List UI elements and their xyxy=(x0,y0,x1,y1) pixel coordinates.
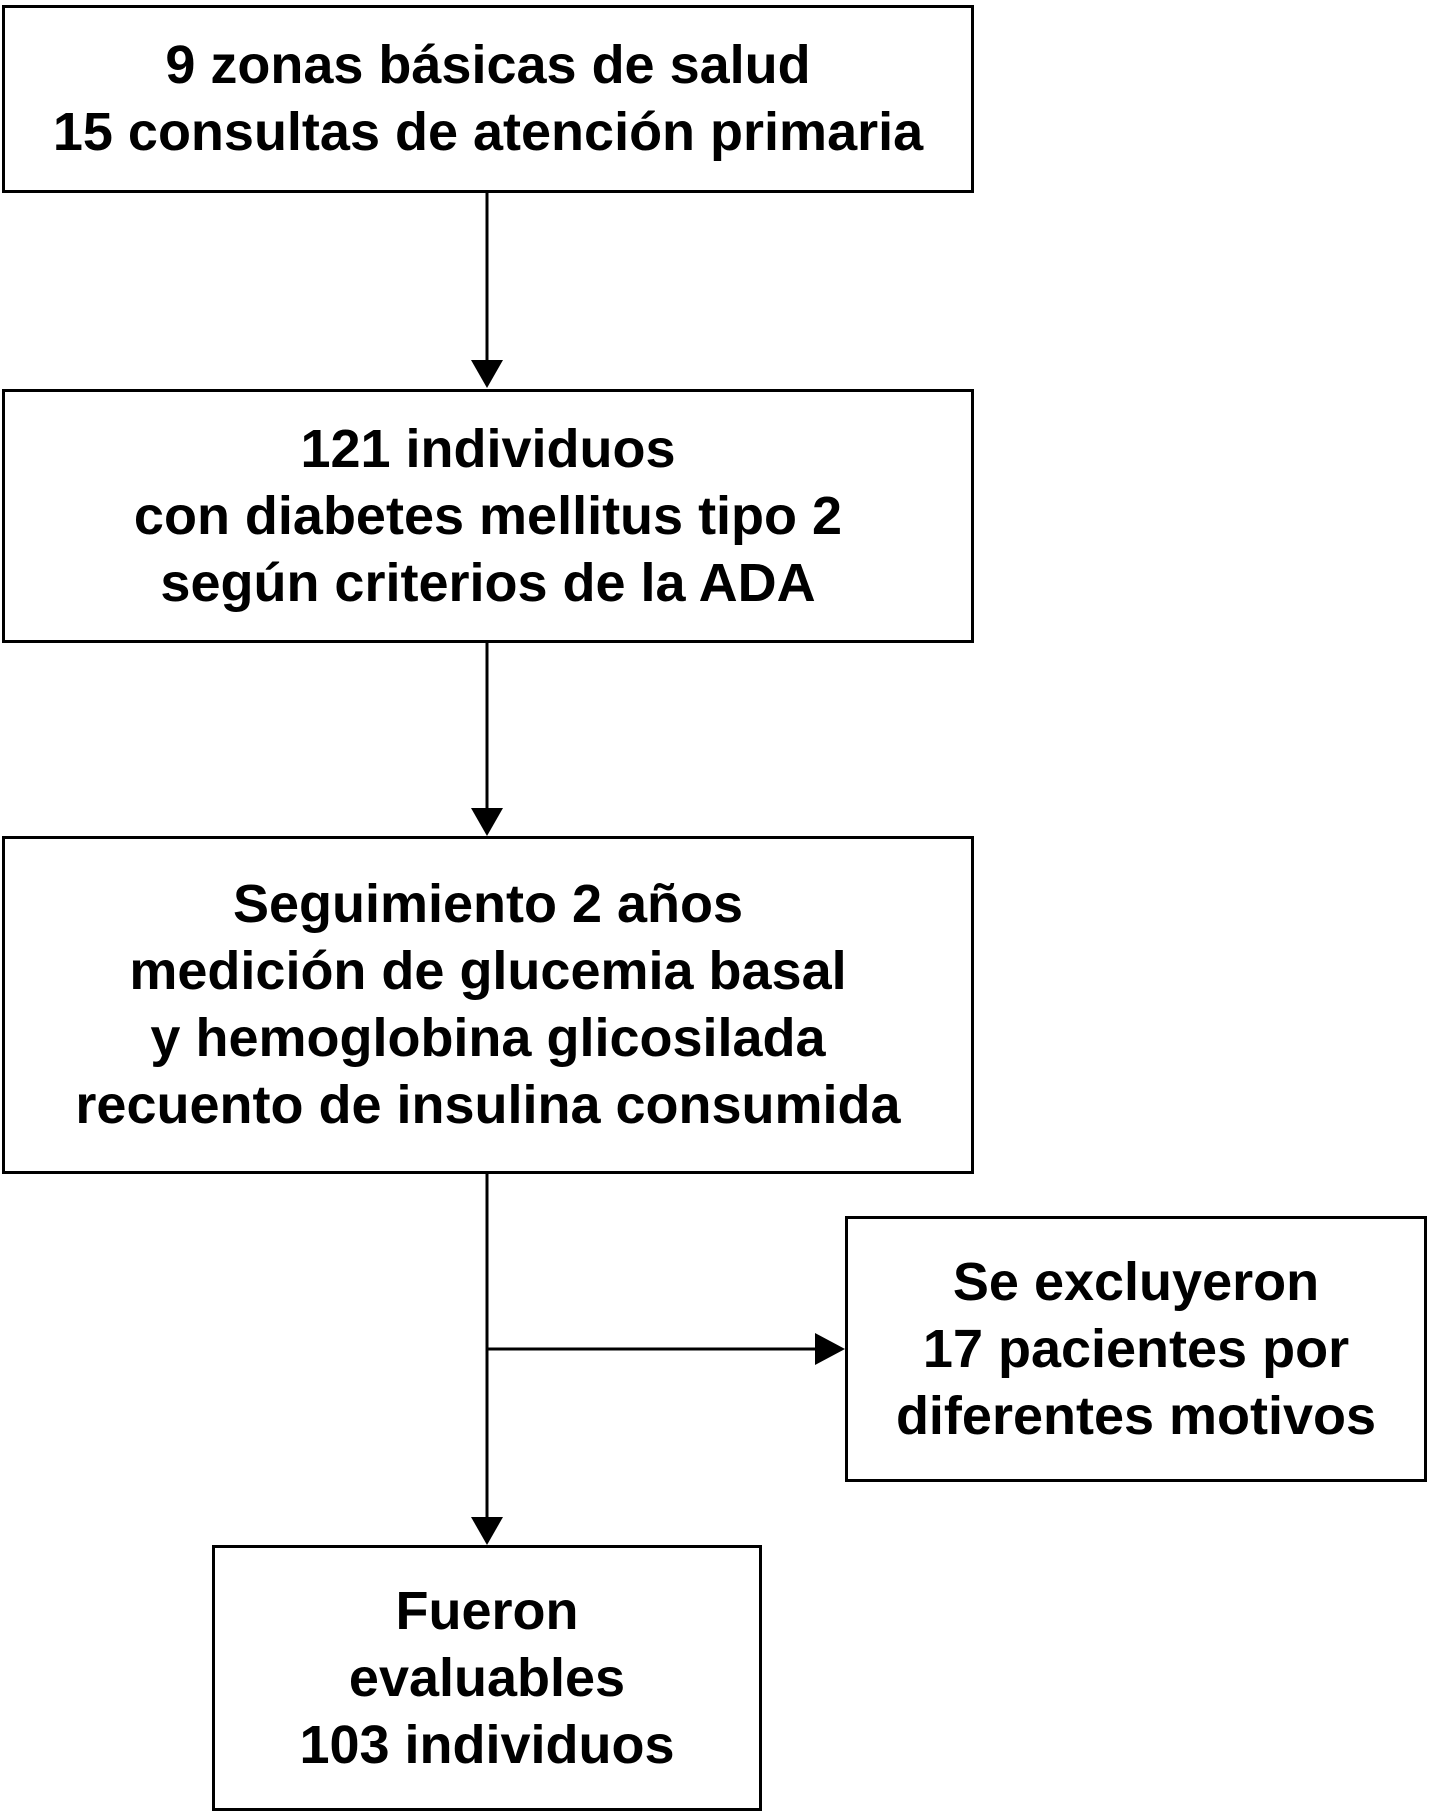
arrowhead-right-icon xyxy=(815,1333,845,1365)
box-follow-up: Seguimiento 2 años medición de glucemia … xyxy=(2,836,974,1174)
box-line: y hemoglobina glicosilada xyxy=(150,1008,826,1068)
box-evaluable: Fueron evaluables 103 individuos xyxy=(212,1545,762,1811)
box-line: 121 individuos xyxy=(300,418,676,479)
box-excluded: Se excluyeron 17 pacientes por diferente… xyxy=(845,1216,1427,1482)
box-line: Seguimiento 2 años xyxy=(232,874,744,934)
box-line: medición de glucemia basal xyxy=(129,941,847,1001)
box-line: evaluables xyxy=(348,1647,626,1708)
box-participants: 121 individuos con diabetes mellitus tip… xyxy=(2,389,974,643)
box-line: 103 individuos xyxy=(299,1714,675,1775)
box-line: diferentes motivos xyxy=(895,1385,1377,1446)
box-study-setting: 9 zonas básicas de salud 15 consultas de… xyxy=(2,5,974,193)
arrowhead-down-icon xyxy=(471,1517,503,1545)
box-line: 15 consultas de atención primaria xyxy=(52,102,924,162)
arrowhead-down-icon xyxy=(471,808,503,836)
box-line: 9 zonas básicas de salud xyxy=(165,35,811,95)
box-line: con diabetes mellitus tipo 2 xyxy=(133,485,843,546)
box-line: Fueron xyxy=(395,1580,579,1641)
box-line: recuento de insulina consumida xyxy=(75,1075,901,1135)
box-line: Se excluyeron xyxy=(952,1251,1320,1312)
box-line: 17 pacientes por xyxy=(922,1318,1350,1379)
arrowhead-down-icon xyxy=(471,360,503,388)
box-line: según criterios de la ADA xyxy=(160,552,816,613)
